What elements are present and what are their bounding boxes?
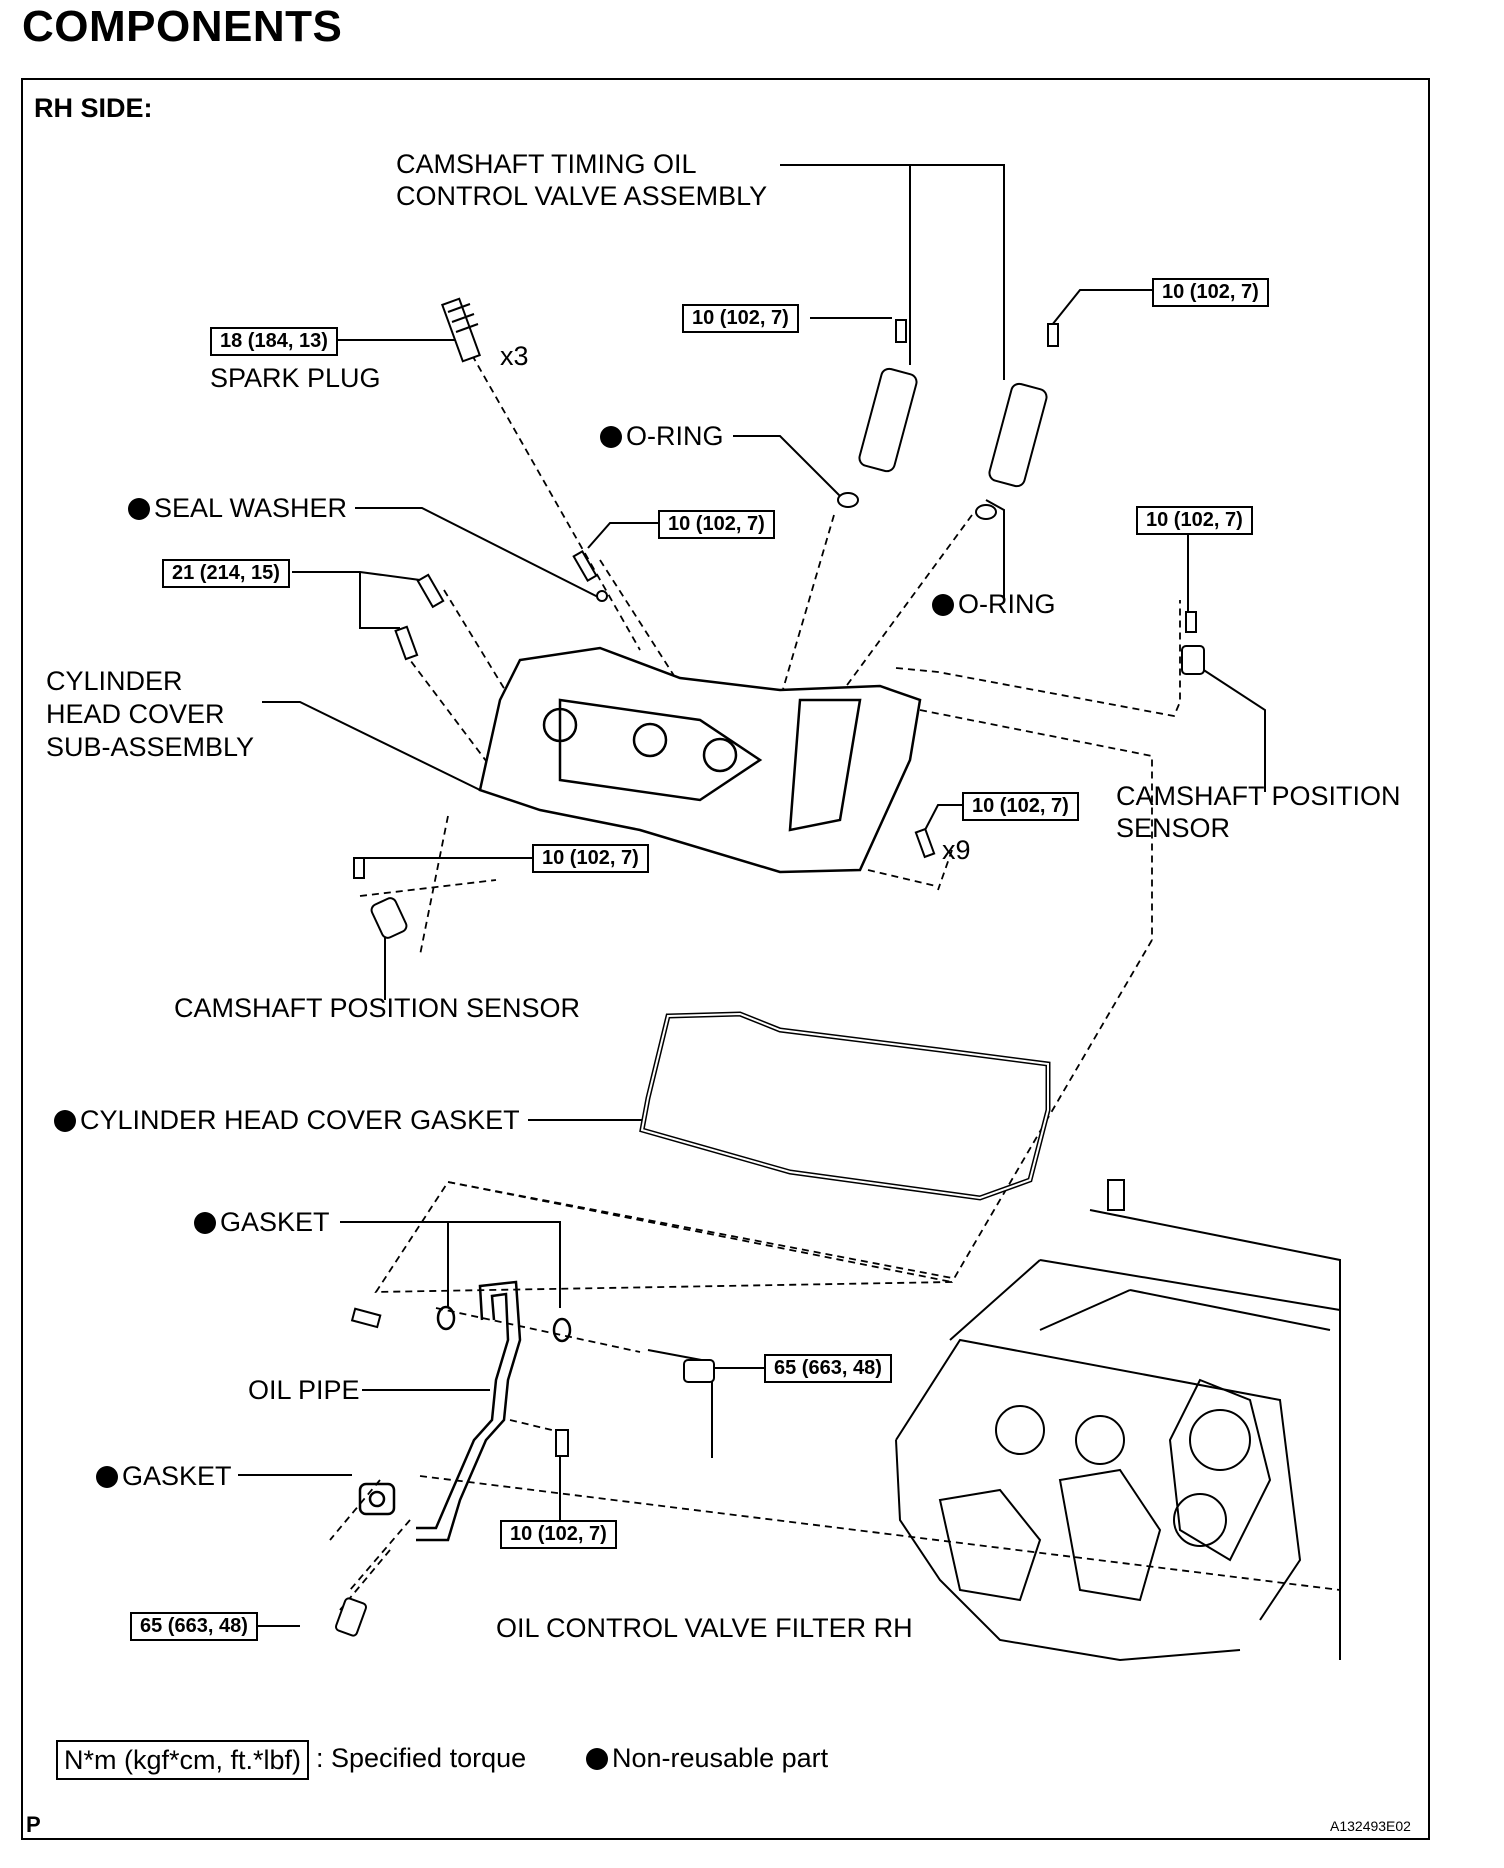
legend-torque-desc: : Specified torque <box>316 1743 527 1773</box>
label-gasket-upper: GASKET <box>194 1206 330 1238</box>
label-o-ring-top-text: O-RING <box>626 421 724 451</box>
label-oil-pipe: OIL PIPE <box>248 1375 360 1405</box>
diagram-frame <box>21 78 1430 1840</box>
label-o-ring-right-text: O-RING <box>958 589 1056 619</box>
label-cylinder-head-cover-gasket-text: CYLINDER HEAD COVER GASKET <box>80 1105 520 1135</box>
page-title: COMPONENTS <box>22 2 343 51</box>
torque-union-bolt-lower: 65 (663, 48) <box>130 1612 258 1641</box>
label-cylinder-head-cover-line3: SUB-ASSEMBLY <box>46 732 255 762</box>
torque-ocv-right-bolt: 10 (102, 7) <box>1152 278 1269 307</box>
label-cylinder-head-cover-gasket: CYLINDER HEAD COVER GASKET <box>54 1104 520 1136</box>
torque-cam-sensor-right: 10 (102, 7) <box>1136 506 1253 535</box>
legend-non-reusable-text: Non-reusable part <box>612 1743 829 1773</box>
non-reusable-dot-icon <box>932 594 954 616</box>
torque-seal-washer-bolt: 10 (102, 7) <box>658 510 775 539</box>
label-bolt-qty-x9: x9 <box>942 835 971 865</box>
legend-torque-units: N*m (kgf*cm, ft.*lbf) <box>56 1740 310 1780</box>
label-gasket-lower-text: GASKET <box>122 1461 232 1491</box>
non-reusable-dot-icon <box>194 1212 216 1234</box>
label-camshaft-timing-valve-line2: CONTROL VALVE ASSEMBLY <box>396 181 768 211</box>
label-o-ring-right: O-RING <box>932 588 1056 620</box>
legend-non-reusable: Non-reusable part <box>586 1742 828 1774</box>
label-oil-control-valve-filter: OIL CONTROL VALVE FILTER RH <box>496 1613 913 1643</box>
torque-union-bolt-upper: 65 (663, 48) <box>764 1354 892 1383</box>
non-reusable-dot-icon <box>600 426 622 448</box>
torque-pipe-bolt: 10 (102, 7) <box>500 1520 617 1549</box>
torque-spark-plug: 18 (184, 13) <box>210 327 338 356</box>
label-camshaft-position-sensor-right-line1: CAMSHAFT POSITION <box>1116 781 1401 811</box>
section-label: RH SIDE: <box>34 93 153 123</box>
torque-ocv-left-bolt: 10 (102, 7) <box>682 304 799 333</box>
figure-id: A132493E02 <box>1330 1818 1411 1834</box>
page-marker: P <box>26 1812 41 1837</box>
non-reusable-dot-icon <box>128 498 150 520</box>
torque-cover-bolts: 21 (214, 15) <box>162 559 290 588</box>
label-camshaft-position-sensor-right-line2: SENSOR <box>1116 813 1231 843</box>
torque-cover-bolts-x9: 10 (102, 7) <box>962 792 1079 821</box>
label-gasket-lower: GASKET <box>96 1460 232 1492</box>
torque-cam-sensor-left: 10 (102, 7) <box>532 844 649 873</box>
non-reusable-dot-icon <box>96 1466 118 1488</box>
label-gasket-upper-text: GASKET <box>220 1207 330 1237</box>
label-seal-washer-text: SEAL WASHER <box>154 493 348 523</box>
label-spark-plug: SPARK PLUG <box>210 363 381 393</box>
non-reusable-dot-icon <box>54 1110 76 1132</box>
label-camshaft-position-sensor-left: CAMSHAFT POSITION SENSOR <box>174 993 581 1023</box>
label-o-ring-top: O-RING <box>600 420 724 452</box>
label-cylinder-head-cover-line2: HEAD COVER <box>46 699 225 729</box>
label-cylinder-head-cover-line1: CYLINDER <box>46 666 183 696</box>
non-reusable-dot-icon <box>586 1748 608 1770</box>
label-seal-washer: SEAL WASHER <box>128 492 347 524</box>
label-spark-plug-qty: x3 <box>500 341 529 371</box>
label-camshaft-timing-valve-line1: CAMSHAFT TIMING OIL <box>396 149 697 179</box>
